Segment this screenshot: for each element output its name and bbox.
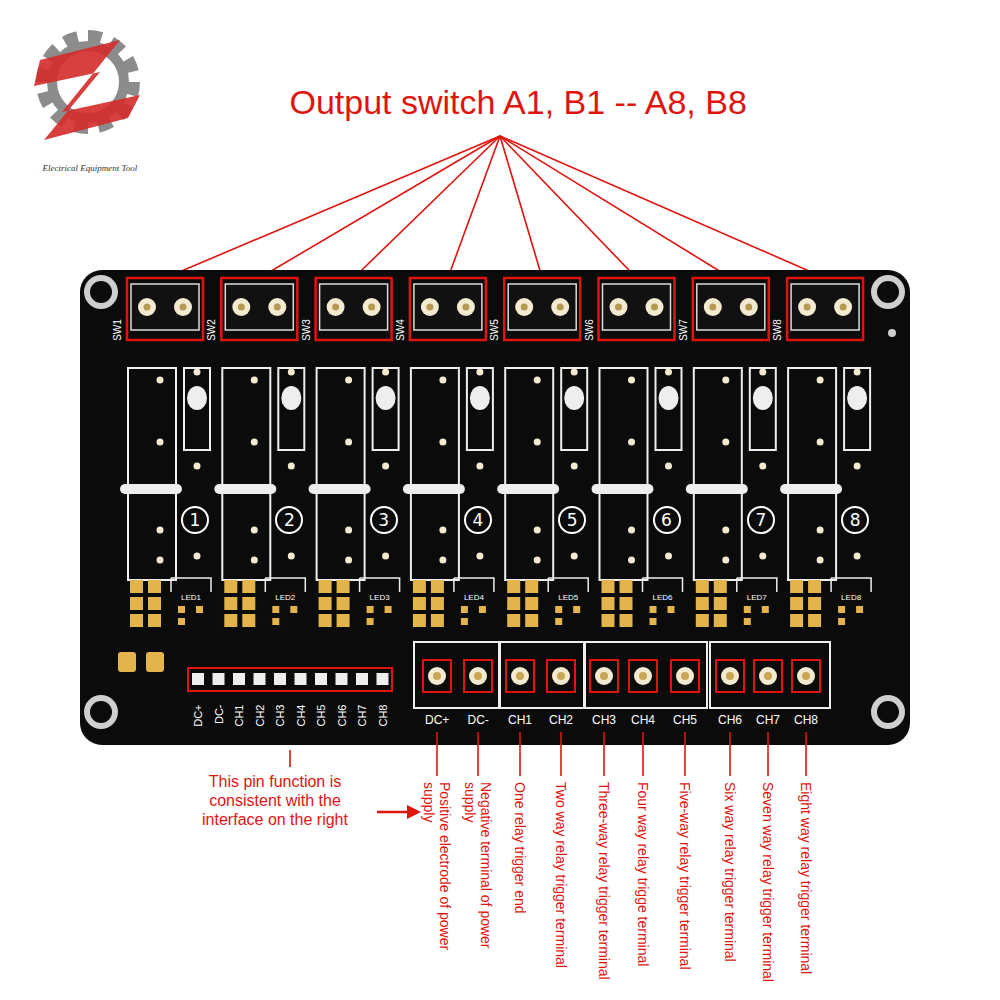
switch-label: SW5 bbox=[489, 319, 501, 341]
terminal-description: Eight way relay trigger terminal bbox=[798, 782, 814, 982]
switch-label: SW8 bbox=[772, 319, 784, 341]
channel-number: 8 bbox=[841, 506, 869, 534]
channel-number-text: 6 bbox=[661, 512, 672, 529]
pin-label: CH7 bbox=[356, 704, 369, 744]
switch-label: SW6 bbox=[583, 319, 595, 341]
channel-number-text: 4 bbox=[472, 512, 483, 529]
channel-number: 5 bbox=[558, 506, 586, 534]
pin-label: CH1 bbox=[233, 704, 246, 744]
callout-note: This pin function is consistent with the… bbox=[180, 772, 370, 829]
channel-number: 4 bbox=[464, 506, 492, 534]
led-label: LED2 bbox=[275, 593, 295, 603]
terminal-description: Six way relay trigger terminal bbox=[722, 782, 738, 982]
terminal-label: CH7 bbox=[756, 713, 780, 727]
channel-number: 1 bbox=[181, 506, 209, 534]
channel-number-text: 3 bbox=[378, 512, 389, 529]
led-label: LED5 bbox=[558, 593, 578, 603]
channel-number-text: 2 bbox=[284, 512, 295, 529]
pin-label: CH2 bbox=[253, 704, 266, 744]
pin-label: CH8 bbox=[376, 704, 389, 744]
pin-label: DC- bbox=[212, 704, 225, 744]
channel-number: 7 bbox=[747, 506, 775, 534]
led-label: LED6 bbox=[653, 593, 673, 603]
pin-label: CH6 bbox=[335, 704, 348, 744]
switch-label: SW2 bbox=[206, 319, 218, 341]
channel-number-text: 7 bbox=[755, 512, 766, 529]
pin-label: CH5 bbox=[315, 704, 328, 744]
terminal-description: Positive electrode of power supply bbox=[421, 782, 453, 982]
terminal-label: CH1 bbox=[508, 713, 532, 727]
terminal-label: CH8 bbox=[794, 713, 818, 727]
led-label: LED7 bbox=[747, 593, 767, 603]
switch-label: SW4 bbox=[395, 319, 407, 341]
channel-number-text: 8 bbox=[850, 512, 861, 529]
terminal-label: CH3 bbox=[592, 713, 616, 727]
pin-label: CH3 bbox=[274, 704, 287, 744]
terminal-description: Negative terminal of power supply bbox=[462, 782, 494, 982]
led-label: LED3 bbox=[370, 593, 390, 603]
terminal-description: Seven way relay trigger terminal bbox=[760, 782, 776, 982]
pin-label: CH4 bbox=[294, 704, 307, 744]
switch-label: SW1 bbox=[112, 319, 124, 341]
channel-number: 3 bbox=[370, 506, 398, 534]
channel-number: 6 bbox=[653, 506, 681, 534]
switch-label: SW3 bbox=[300, 319, 312, 341]
led-label: LED8 bbox=[841, 593, 861, 603]
terminal-description: Five-way relay trigger terminal bbox=[677, 782, 693, 982]
terminal-label: DC+ bbox=[425, 713, 449, 727]
channel-number-text: 5 bbox=[567, 512, 578, 529]
terminal-description: Three-way relay trigger terminal bbox=[596, 782, 612, 982]
led-label: LED4 bbox=[464, 593, 484, 603]
terminal-label: CH5 bbox=[673, 713, 697, 727]
channel-number-text: 1 bbox=[190, 512, 201, 529]
led-label: LED1 bbox=[181, 593, 201, 603]
terminal-label: DC- bbox=[468, 713, 489, 727]
terminal-description: One relay trigger end bbox=[512, 782, 528, 982]
terminal-label: CH2 bbox=[549, 713, 573, 727]
terminal-description: Four way relay trigge terminal bbox=[635, 782, 651, 982]
logo-caption: Electrical Equipment Tool bbox=[43, 163, 138, 174]
terminal-label: CH4 bbox=[631, 713, 655, 727]
heading: Output switch A1, B1 -- A8, B8 bbox=[290, 83, 747, 122]
switch-label: SW7 bbox=[678, 319, 690, 341]
terminal-description: Two way relay trigger terminal bbox=[553, 782, 569, 982]
terminal-label: CH6 bbox=[718, 713, 742, 727]
pin-label: DC+ bbox=[192, 704, 205, 744]
